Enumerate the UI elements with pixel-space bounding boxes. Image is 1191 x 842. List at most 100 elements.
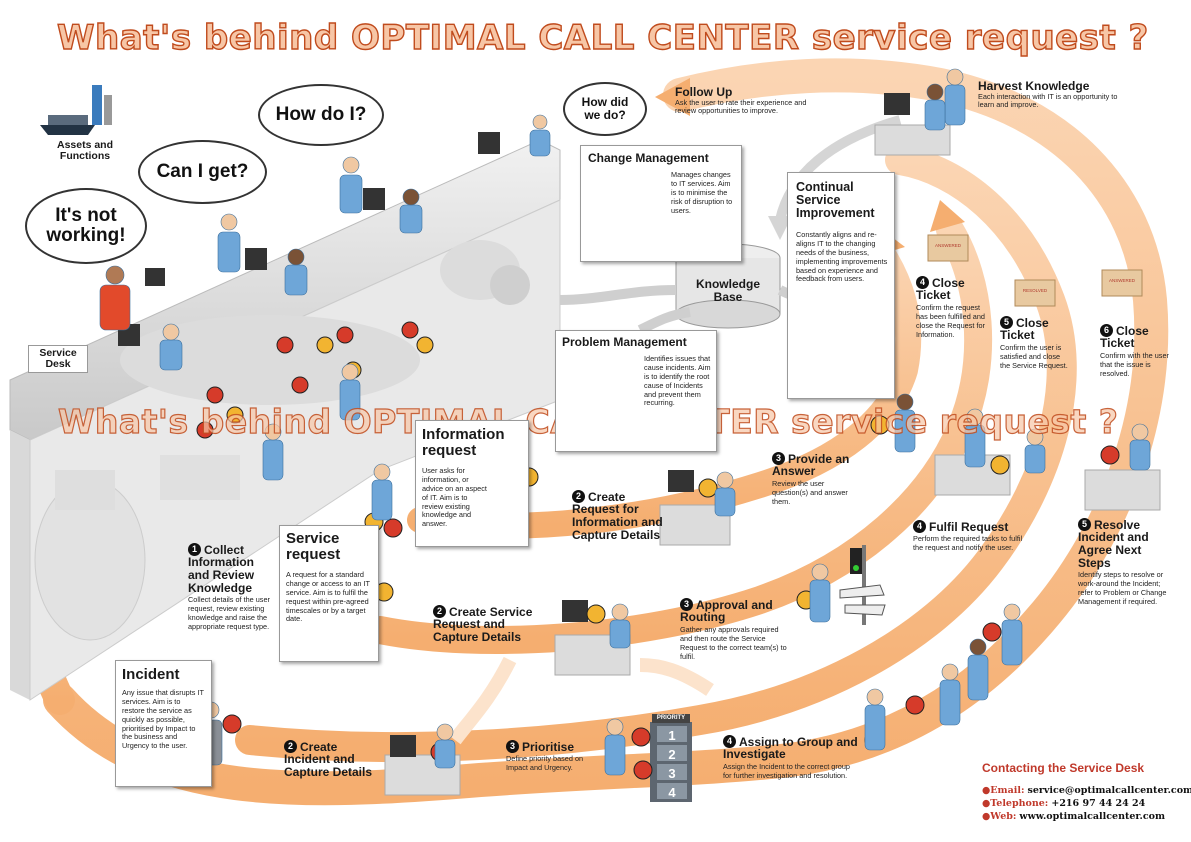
step-prioritise-text: Define priority based on Impact and Urge…: [506, 754, 584, 773]
step-close-2-title: Close Ticket: [1000, 315, 1049, 343]
step-sr-capture-title: Create Service Request and Capture Detai…: [433, 604, 533, 644]
step-fulfil-text: Perform the required tasks to fulfil the…: [913, 534, 1023, 553]
stamp-resolved: RESOLVED: [1022, 288, 1048, 293]
step-prioritise-title: Prioritise: [522, 739, 575, 754]
phone-label: Telephone:: [990, 797, 1049, 809]
change-management-box: Change Management Manages changes to IT …: [580, 145, 742, 262]
step-fulfil-title: Fulfil Request: [929, 519, 1009, 534]
step-resolve-text: Identify steps to resolve or work-around…: [1078, 570, 1167, 606]
step-number: 1: [188, 543, 201, 556]
web-value[interactable]: www.optimalcallcenter.com: [1019, 810, 1166, 822]
service-request-box: Service request A request for a standard…: [279, 525, 379, 662]
harvest-text: Each interaction with IT is an opportuni…: [978, 91, 1118, 110]
follow-up-arrow: [655, 78, 690, 116]
incident-text: Any issue that disrupts IT services. Aim…: [122, 688, 204, 751]
step-collect-text: Collect details of the user request, rev…: [188, 595, 270, 631]
email-value[interactable]: service@optimalcallcenter.com: [1027, 785, 1191, 796]
service-desk-label: Service Desk: [28, 345, 88, 374]
priority-level: 1: [668, 728, 676, 743]
problem-management-box: Problem Management Identifies issues tha…: [555, 330, 717, 452]
contact-email-row: ●Email: service@optimalcallcenter.com: [982, 785, 1191, 798]
step-close-3-text: Confirm with the user that the issue is …: [1100, 350, 1169, 378]
step-number: 3: [506, 740, 519, 753]
assets-functions-label: Assets and Functions: [56, 139, 114, 163]
incident-box: Incident Any issue that disrupts IT serv…: [115, 660, 212, 787]
step-number: 2: [284, 740, 297, 753]
step-collect-title: Collect Information and Review Knowledge: [188, 542, 255, 595]
stamp-answered-2: ANSWERED: [1108, 278, 1135, 283]
follow-up-text: Ask the user to rate their experience an…: [675, 97, 807, 116]
step-number: 3: [680, 598, 693, 611]
step-provide-answer-title: Provide an Answer: [772, 451, 850, 479]
csi-title: Continual Service Improvement: [796, 180, 875, 221]
step-number: 5: [1000, 316, 1013, 329]
service-request-text: A request for a standard change or acces…: [286, 570, 370, 624]
page-title: What's behind OPTIMAL CALL CENTER servic…: [56, 17, 1149, 58]
priority-level: 3: [668, 766, 676, 781]
information-request-text: User asks for information, or advice on …: [422, 466, 487, 529]
step-resolve-title: Resolve Incident and Agree Next Steps: [1078, 517, 1149, 570]
problem-management-title: Problem Management: [562, 335, 687, 349]
speech-how-did-we-do: How did we do?: [563, 82, 647, 136]
contact-title: Contacting the Service Desk: [982, 761, 1145, 775]
step-assign-text: Assign the Incident to the correct group…: [723, 761, 850, 780]
change-management-text: Manages changes to IT services. Aim is t…: [671, 170, 733, 215]
step-info-capture-title: Create Request for Information and Captu…: [572, 489, 663, 542]
step-number: 4: [916, 276, 929, 289]
step-number: 4: [723, 735, 736, 748]
phone-value[interactable]: +216 97 44 24 24: [1051, 797, 1146, 809]
step-number: 2: [433, 605, 446, 618]
step-close-2-text: Confirm the user is satisfied and close …: [1000, 342, 1068, 370]
step-number: 3: [772, 452, 785, 465]
contact-block: Contacting the Service Desk ●Email: serv…: [982, 761, 1191, 823]
step-number: 2: [572, 490, 585, 503]
csi-box: Continual Service Improvement Constantly…: [787, 172, 895, 399]
step-number: 6: [1100, 324, 1113, 337]
harvest-title: Harvest Knowledge: [978, 79, 1090, 93]
speech-not-working: It's not working!: [25, 188, 147, 264]
email-label: Email:: [990, 785, 1025, 796]
speech-how-do-i: How do I?: [258, 84, 384, 146]
priority-level: 2: [668, 747, 676, 762]
step-inc-capture-title: Create Incident and Capture Details: [284, 739, 373, 779]
follow-up-block: Follow Up Ask the user to rate their exp…: [675, 86, 825, 116]
contact-web-row: ●Web: www.optimalcallcenter.com: [982, 810, 1166, 822]
step-number: 4: [913, 520, 926, 533]
priority-levels: 1 2 3 4: [657, 726, 687, 802]
stamp-answered: ANSWERED: [934, 243, 961, 248]
step-number: 5: [1078, 518, 1091, 531]
harvest-block: Harvest Knowledge Each interaction with …: [978, 80, 1118, 110]
step-close-3-title: Close Ticket: [1100, 323, 1149, 351]
speech-can-i-get: Can I get?: [138, 140, 267, 204]
priority-level: 4: [668, 785, 676, 800]
step-close-1-title: Close Ticket: [916, 275, 965, 303]
incident-title: Incident: [122, 666, 180, 683]
knowledge-base-label: Knowledge Base: [695, 277, 760, 304]
step-provide-answer-text: Review the user question(s) and answer t…: [772, 478, 848, 506]
information-request-box: Information request User asks for inform…: [415, 420, 529, 547]
follow-up-title: Follow Up: [675, 85, 733, 99]
priority-label: PRIORITY: [656, 715, 686, 721]
web-label: Web:: [990, 810, 1017, 822]
information-request-title: Information request: [422, 426, 505, 459]
ring-4: [407, 237, 922, 539]
step-close-1-text: Confirm the request has been fulfilled a…: [916, 302, 985, 339]
contact-phone-row: ●Telephone: +216 97 44 24 24: [982, 797, 1146, 809]
service-request-title: Service request: [286, 530, 341, 563]
change-management-title: Change Management: [588, 151, 709, 165]
step-approval-text: Gather any approvals required and then r…: [680, 624, 787, 661]
step-approval-title: Approval and Routing: [680, 597, 773, 625]
